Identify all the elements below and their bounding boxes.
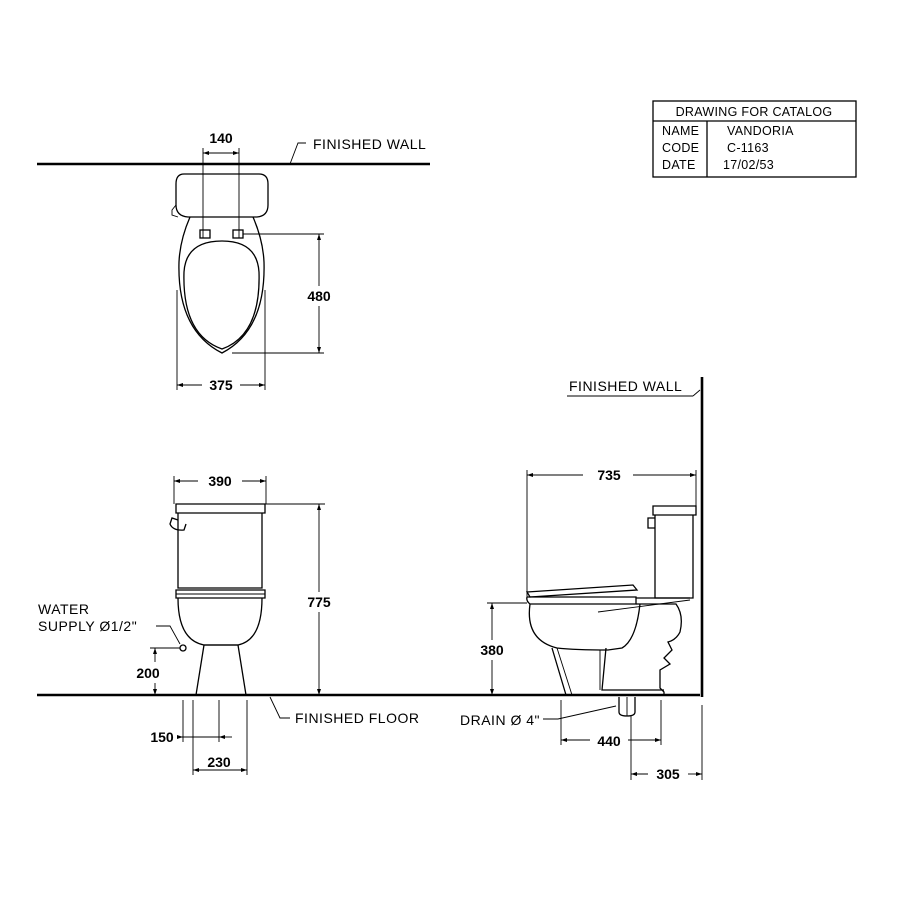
water-supply-label-line1: WATER [38, 601, 90, 617]
top-bowl-outline [178, 216, 265, 354]
title-block-heading: DRAWING FOR CATALOG [676, 105, 833, 119]
title-block-date-key: DATE [662, 158, 696, 172]
dim-side-rough-in: 305 [656, 766, 680, 782]
water-supply-label-line2: SUPPLY Ø1/2" [38, 618, 137, 634]
drain-label: DRAIN Ø 4" [460, 712, 540, 728]
front-seat [175, 589, 266, 599]
title-block-name-value: VANDORIA [727, 124, 794, 138]
top-seat-lid [183, 240, 260, 350]
front-bowl [177, 597, 263, 646]
front-pedestal [195, 644, 247, 696]
dim-front-supply-offset: 150 [150, 729, 174, 745]
title-block-name-key: NAME [662, 124, 699, 138]
top-view: FINISHED WALL 140 480 375 [37, 130, 430, 393]
dim-front-tank-width: 390 [208, 473, 232, 489]
title-block-code-value: C-1163 [727, 141, 769, 155]
dim-side-seat-height: 380 [480, 642, 504, 658]
side-seat-lid [525, 584, 639, 598]
dim-front-base-width: 230 [207, 754, 231, 770]
side-seat [526, 596, 637, 605]
dim-front-total-height: 775 [307, 594, 331, 610]
dim-side-drain-span: 440 [597, 733, 621, 749]
dim-side-total-depth: 735 [597, 467, 621, 483]
side-finished-wall-label: FINISHED WALL [569, 378, 682, 394]
dim-top-seat-length: 480 [307, 288, 331, 304]
dim-top-bowl-width: 375 [209, 377, 233, 393]
front-tank-body [177, 513, 263, 589]
dim-front-supply-height: 200 [136, 665, 160, 681]
title-block-code-key: CODE [662, 141, 699, 155]
title-block: DRAWING FOR CATALOG NAME VANDORIA CODE C… [652, 100, 857, 178]
front-tank-lid [175, 503, 266, 514]
front-view: FINISHED FLOOR WATER SUPPLY Ø1/2" 390 [37, 473, 700, 775]
side-trapway [636, 603, 682, 695]
side-tank-body [654, 515, 694, 599]
dim-top-hinge-spacing: 140 [209, 130, 233, 146]
side-bowl [528, 603, 641, 651]
title-block-date-value: 17/02/53 [723, 158, 774, 172]
front-flush-lever [169, 517, 187, 531]
top-finished-wall-label: FINISHED WALL [313, 136, 426, 152]
side-tank-lid [652, 505, 697, 516]
side-view: FINISHED WALL DRAIN Ø 4" 735 [460, 377, 704, 782]
top-tank-outline [175, 173, 269, 218]
finished-floor-label: FINISHED FLOOR [295, 710, 419, 726]
side-base [551, 647, 664, 696]
water-supply-point [179, 644, 187, 652]
